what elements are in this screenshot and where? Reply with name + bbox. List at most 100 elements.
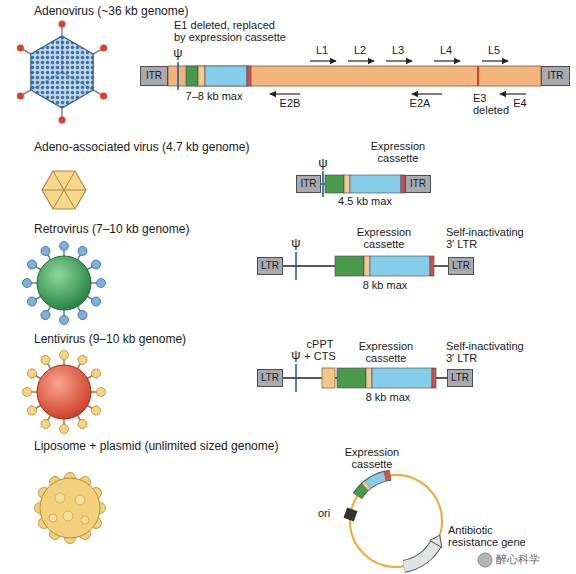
lentivirus-genome: [283, 364, 447, 392]
envelope-spike: [90, 279, 106, 288]
terminal-repeat-box: ITR: [296, 175, 321, 193]
element-label: Antibiotic resistance gene: [448, 524, 530, 548]
transgene-block: [372, 368, 432, 388]
plasmid: [343, 475, 442, 567]
fiber-spike: [20, 24, 103, 120]
cassette-label: Expression cassette: [354, 226, 414, 250]
fiber-knob: [100, 45, 107, 52]
terminal-repeat-box: ITR: [405, 175, 431, 193]
intron-arc: [365, 485, 368, 487]
ltr-note: Self-inactivating 3′ LTR: [446, 226, 530, 250]
terminal-repeat-box: ITR: [541, 66, 570, 86]
lipid-bump: [49, 514, 57, 522]
repeat-label: LTR: [452, 261, 470, 271]
ltr-note: Self-inactivating 3′ LTR: [446, 340, 530, 364]
terminal-repeat-box: LTR: [447, 369, 473, 387]
fiber-knob: [59, 117, 66, 124]
intron-block: [198, 66, 205, 86]
transcript-arrow: [412, 93, 442, 94]
repeat-label: ITR: [547, 71, 563, 81]
repeat-label: ITR: [146, 71, 162, 81]
capacity-label: 8 kb max: [348, 391, 428, 403]
gene-label: E3 deleted: [473, 92, 513, 116]
gene-label: L2: [350, 44, 370, 56]
lipid-bump: [63, 511, 73, 521]
ori-block: [343, 507, 357, 521]
transcript-arrow: [386, 60, 412, 61]
transcript-arrow: [348, 60, 374, 61]
fiber-knob: [59, 21, 66, 28]
retrovirus-icon: [23, 242, 106, 325]
watermark: 醉心科学: [496, 553, 540, 565]
intron-block: [364, 256, 370, 276]
transcript-arrow: [310, 60, 336, 61]
cppt-block: [322, 368, 335, 388]
psi-label: ψ: [290, 236, 302, 250]
polya-block: [430, 256, 434, 276]
lipid-bump: [55, 493, 65, 503]
intron-block: [344, 175, 350, 193]
watermark-logo: [478, 553, 492, 567]
transgene-block: [370, 256, 430, 276]
section-title: Adenovirus (~36 kb genome): [34, 5, 188, 18]
capacity-label: 8 kb max: [345, 279, 425, 291]
promoter-arc: [357, 487, 365, 496]
envelope-spike: [60, 309, 69, 325]
genome-bar: [168, 66, 541, 86]
packaging-signal-line: [177, 62, 179, 90]
transcript-arrow: [482, 60, 508, 61]
promoter-block: [186, 66, 198, 86]
polya-arc: [385, 475, 391, 476]
polya-block: [432, 368, 436, 388]
liposome-icon: [35, 473, 106, 544]
repeat-label: ITR: [410, 179, 426, 189]
packaging-signal-line: [295, 252, 297, 280]
plasmid-backbone: [350, 475, 442, 567]
packaging-signal-line: [295, 364, 297, 392]
gene-label: L5: [484, 44, 504, 56]
repeat-label: LTR: [451, 373, 469, 383]
section-title: Liposome + plasmid (unlimited sized geno…: [34, 440, 278, 453]
psi-label: ψ: [317, 156, 329, 170]
element-label: cPPT + CTS: [303, 338, 337, 362]
transgene-block: [205, 66, 247, 86]
adenovirus-genome: [168, 61, 541, 94]
envelope-spike: [23, 279, 39, 288]
repeat-label: LTR: [261, 261, 279, 271]
aav-icon: [42, 171, 86, 209]
envelope-spike: [60, 242, 69, 258]
virion-body: [37, 256, 91, 310]
lipid-bump: [81, 516, 89, 524]
liposome-body: [40, 478, 100, 538]
capsid-facet: [42, 171, 86, 209]
repeat-label: LTR: [261, 373, 279, 383]
capacity-label: 7–8 kb max: [174, 90, 254, 102]
aav-genome: [320, 171, 406, 197]
polya-block: [247, 66, 251, 86]
resistance-arrowhead: [430, 535, 442, 547]
envelope-spike: [90, 388, 106, 397]
cassette-label: Expression cassette: [342, 446, 402, 470]
lentivirus-icon: [23, 351, 106, 434]
fiber-knob: [100, 93, 107, 100]
retrovirus-genome: [283, 252, 448, 280]
envelope-spike: [23, 388, 39, 397]
gene-label: L4: [436, 44, 456, 56]
capsid-facet: [31, 36, 93, 90]
capsid-hexagon: [31, 36, 93, 108]
terminal-repeat-box: ITR: [140, 66, 168, 86]
transcript-arrow: [434, 60, 460, 61]
psi-label: ψ: [290, 348, 302, 362]
virion-body: [37, 365, 91, 419]
envelope-spike: [60, 351, 69, 367]
promoter-block: [335, 256, 364, 276]
transcript-arrow: [270, 93, 300, 94]
terminal-repeat-box: LTR: [448, 257, 474, 275]
gene-label: E4: [508, 97, 532, 109]
terminal-repeat-box: LTR: [257, 369, 283, 387]
envelope-spike: [60, 418, 69, 434]
fiber-knob: [17, 93, 24, 100]
repeat-label: ITR: [300, 179, 316, 189]
